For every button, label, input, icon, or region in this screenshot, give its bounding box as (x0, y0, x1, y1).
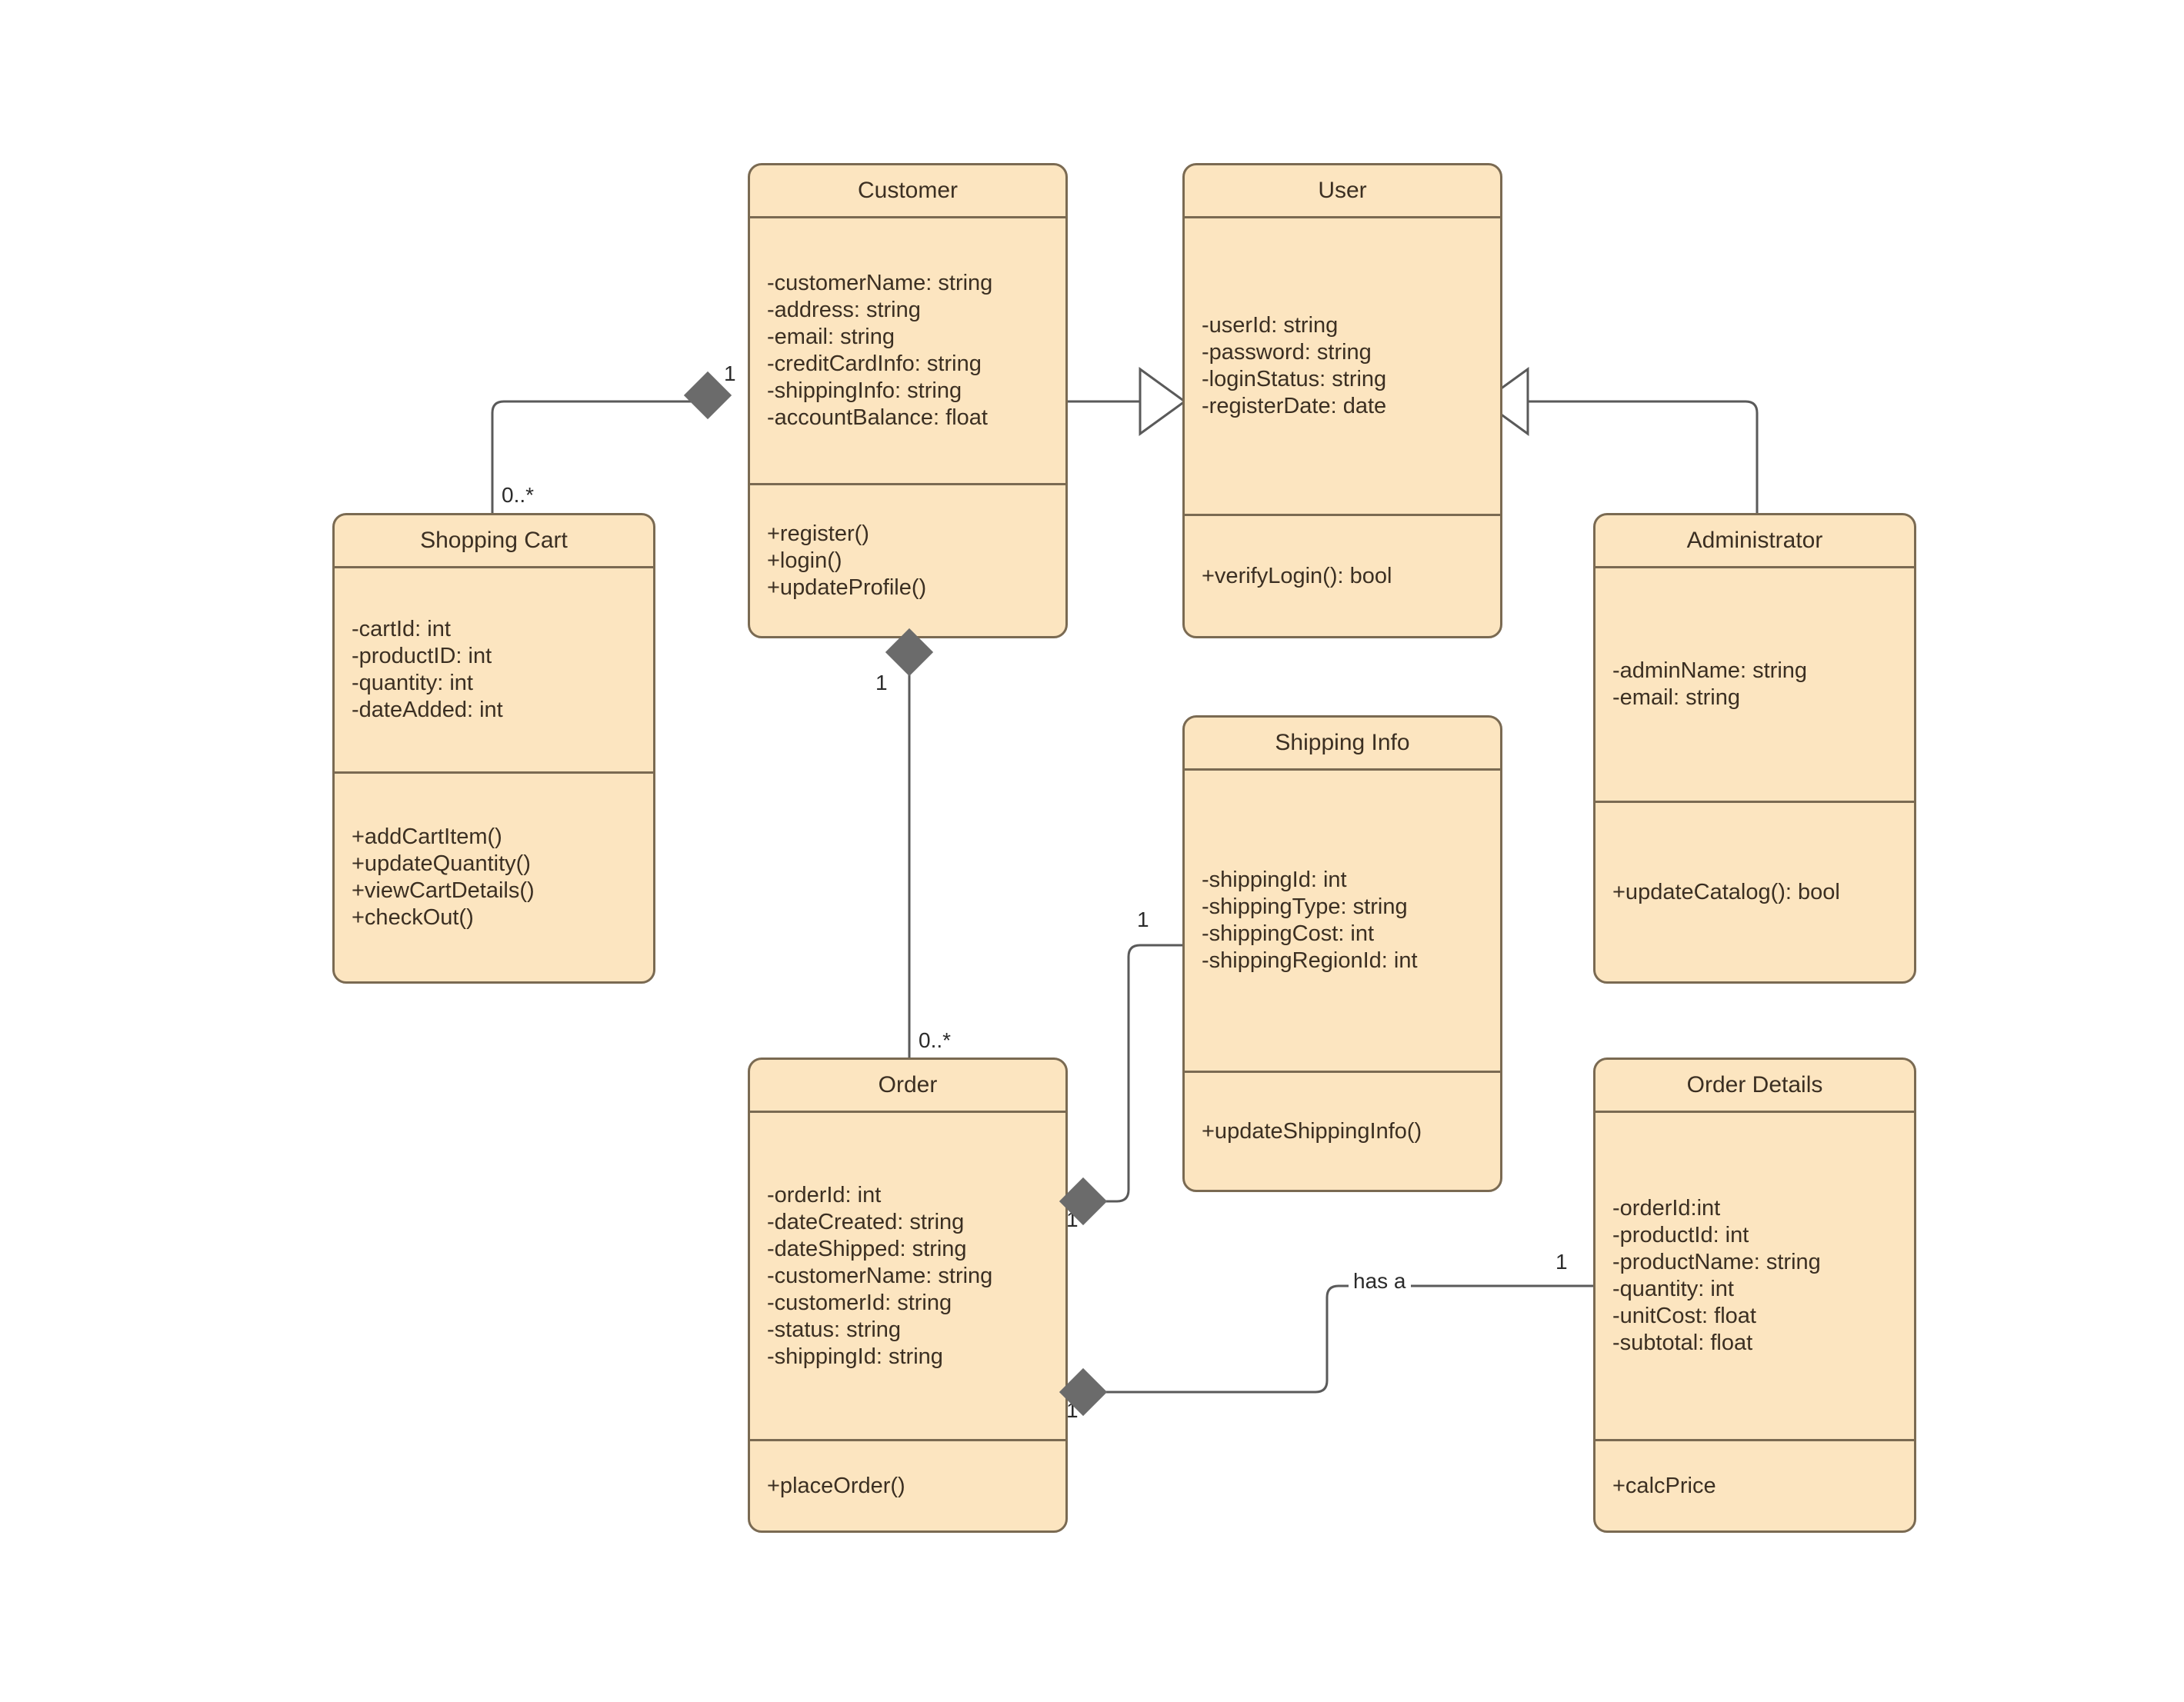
class-attributes-order-details: -orderId:int -productId: int -productNam… (1595, 1113, 1914, 1441)
attribute: -address: string (767, 298, 921, 322)
attribute: -shippingRegionId: int (1202, 948, 1418, 973)
class-operations-order-details: +calcPrice (1595, 1441, 1914, 1530)
attribute: -productID: int (352, 644, 492, 668)
class-title-shipping-info: Shipping Info (1185, 718, 1500, 771)
class-title-user: User (1185, 165, 1500, 218)
operation: +addCartItem() (352, 824, 502, 849)
class-operations-order: +placeOrder() (750, 1441, 1065, 1530)
class-title-order-details: Order Details (1595, 1060, 1914, 1113)
relationship-label-has-a: has a (1349, 1269, 1411, 1294)
attribute: -customerId: string (767, 1290, 952, 1315)
operation: +updateShippingInfo() (1202, 1118, 1422, 1144)
class-title-order: Order (750, 1060, 1065, 1113)
class-operations-shipping-info: +updateShippingInfo() (1185, 1073, 1500, 1190)
operation: +checkOut() (352, 905, 474, 930)
edge-administrator-user (1528, 400, 1759, 514)
attribute: -productId: int (1612, 1223, 1749, 1247)
attribute: -productName: string (1612, 1250, 1821, 1274)
multiplicity-customer-cart-source: 1 (724, 361, 736, 385)
class-box-user[interactable]: User -userId: string -password: string -… (1182, 163, 1502, 638)
operation: +viewCartDetails() (352, 878, 535, 903)
edge-order-order-details (1094, 1284, 1593, 1394)
attribute: -unitCost: float (1612, 1304, 1756, 1328)
class-box-order-details[interactable]: Order Details -orderId:int -productId: i… (1593, 1058, 1916, 1533)
attribute: -shippingInfo: string (767, 378, 962, 403)
class-attributes-customer: -customerName: string -address: string -… (750, 218, 1065, 485)
operation: +updateProfile() (767, 575, 927, 600)
class-title-shopping-cart: Shopping Cart (335, 515, 653, 568)
attribute: -creditCardInfo: string (767, 351, 982, 376)
attribute: -password: string (1202, 340, 1372, 365)
attribute: -orderId: int (767, 1182, 882, 1207)
operation: +updateQuantity() (352, 851, 531, 876)
attribute: -email: string (767, 325, 895, 349)
attribute: -status: string (767, 1317, 902, 1342)
class-operations-customer: +register() +login() +updateProfile() (750, 485, 1065, 636)
class-operations-shopping-cart: +addCartItem() +updateQuantity() +viewCa… (335, 774, 653, 981)
generalization-arrow-customer-user (1139, 367, 1187, 436)
attribute: -accountBalance: float (767, 405, 988, 430)
class-attributes-shipping-info: -shippingId: int -shippingType: string -… (1185, 771, 1500, 1073)
class-box-order[interactable]: Order -orderId: int -dateCreated: string… (748, 1058, 1068, 1533)
operation: +login() (767, 548, 842, 573)
multiplicity-order-shipping-target: 1 (1137, 908, 1149, 931)
attribute: -cartId: int (352, 617, 451, 641)
class-box-shopping-cart[interactable]: Shopping Cart -cartId: int -productID: i… (332, 513, 655, 984)
attribute: -orderId:int (1612, 1196, 1721, 1221)
class-title-customer: Customer (750, 165, 1065, 218)
attribute: -quantity: int (1612, 1277, 1734, 1301)
attribute: -shippingType: string (1202, 894, 1408, 919)
class-operations-administrator: +updateCatalog(): bool (1595, 803, 1914, 981)
edge-order-shipping-info (1094, 944, 1182, 1203)
class-attributes-shopping-cart: -cartId: int -productID: int -quantity: … (335, 568, 653, 774)
multiplicity-customer-cart-target: 0..* (502, 483, 535, 507)
attribute: -customerName: string (767, 271, 993, 295)
attribute: -shippingId: string (767, 1344, 943, 1369)
class-attributes-order: -orderId: int -dateCreated: string -date… (750, 1113, 1065, 1441)
attribute: -email: string (1612, 685, 1740, 710)
attribute: -customerName: string (767, 1263, 993, 1288)
attribute: -userId: string (1202, 313, 1339, 338)
class-attributes-user: -userId: string -password: string -login… (1185, 218, 1500, 516)
multiplicity-order-details-target: 1 (1555, 1250, 1568, 1274)
class-title-administrator: Administrator (1595, 515, 1914, 568)
class-box-customer[interactable]: Customer -customerName: string -address:… (748, 163, 1068, 638)
attribute: -dateCreated: string (767, 1209, 965, 1234)
operation: +calcPrice (1612, 1473, 1716, 1498)
class-box-administrator[interactable]: Administrator -adminName: string -email:… (1593, 513, 1916, 984)
multiplicity-customer-order-source: 1 (875, 671, 888, 694)
attribute: -adminName: string (1612, 658, 1808, 683)
class-attributes-administrator: -adminName: string -email: string (1595, 568, 1914, 803)
attribute: -shippingId: int (1202, 868, 1347, 892)
class-operations-user: +verifyLogin(): bool (1185, 516, 1500, 636)
operation: +verifyLogin(): bool (1202, 563, 1392, 588)
attribute: -registerDate: date (1202, 394, 1387, 418)
attribute: -loginStatus: string (1202, 367, 1387, 391)
attribute: -shippingCost: int (1202, 921, 1375, 946)
attribute: -dateShipped: string (767, 1236, 967, 1261)
attribute: -dateAdded: int (352, 698, 503, 722)
operation: +register() (767, 521, 869, 546)
class-box-shipping-info[interactable]: Shipping Info -shippingId: int -shipping… (1182, 715, 1502, 1192)
attribute: -quantity: int (352, 671, 473, 695)
operation: +updateCatalog(): bool (1612, 879, 1840, 904)
multiplicity-customer-order-target: 0..* (919, 1028, 952, 1052)
attribute: -subtotal: float (1612, 1331, 1753, 1355)
operation: +placeOrder() (767, 1473, 905, 1498)
